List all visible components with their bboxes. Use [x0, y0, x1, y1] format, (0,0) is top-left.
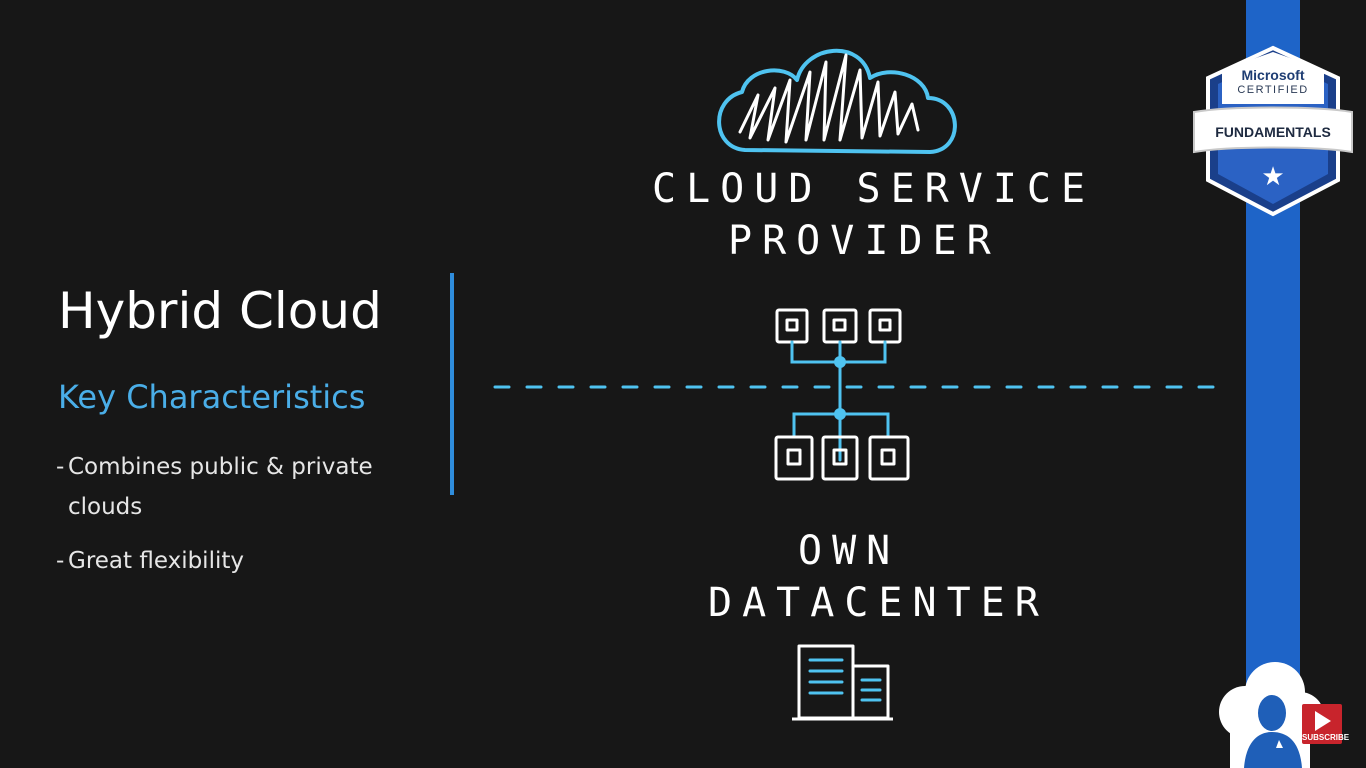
building-icon	[792, 644, 893, 721]
network-node-icon	[834, 356, 846, 368]
bullet-text: Combines public & private clouds	[68, 454, 373, 520]
badge-level: FUNDAMENTALS	[1215, 124, 1331, 140]
datacenter-label: DATACENTER	[708, 580, 1049, 626]
bullet-item: - Great flexibility	[56, 541, 416, 581]
bullet-dash: -	[56, 548, 65, 574]
play-icon	[1315, 711, 1331, 731]
cloud-icon	[717, 48, 957, 154]
cloud-servers	[775, 308, 902, 344]
bullet-text: Great flexibility	[68, 548, 244, 574]
certification-badge-icon	[1193, 45, 1353, 217]
datacenter-servers	[774, 435, 910, 481]
cloud-provider-label: PROVIDER	[728, 218, 1001, 264]
vertical-divider	[450, 273, 454, 495]
badge-brand: Microsoft	[1241, 67, 1305, 83]
cloud-provider-label: CLOUD SERVICE	[652, 166, 1096, 212]
slide-subtitle: Key Characteristics	[58, 378, 366, 416]
cloud-scribble	[738, 53, 920, 144]
network-node-icon	[834, 408, 846, 420]
subscribe-label: SUBSCRIBE	[1302, 733, 1350, 742]
subscribe-button[interactable]: SUBSCRIBE	[1302, 704, 1350, 744]
bullet-item: - Combines public & private clouds	[56, 447, 416, 527]
bullet-dash: -	[56, 454, 65, 480]
badge-certified: CERTIFIED	[1237, 84, 1309, 96]
certification-badge: Microsoft CERTIFIED FUNDAMENTALS ★	[1190, 46, 1356, 222]
slide-title: Hybrid Cloud	[58, 282, 382, 340]
datacenter-label: OWN	[798, 528, 901, 574]
star-icon: ★	[1261, 162, 1285, 192]
